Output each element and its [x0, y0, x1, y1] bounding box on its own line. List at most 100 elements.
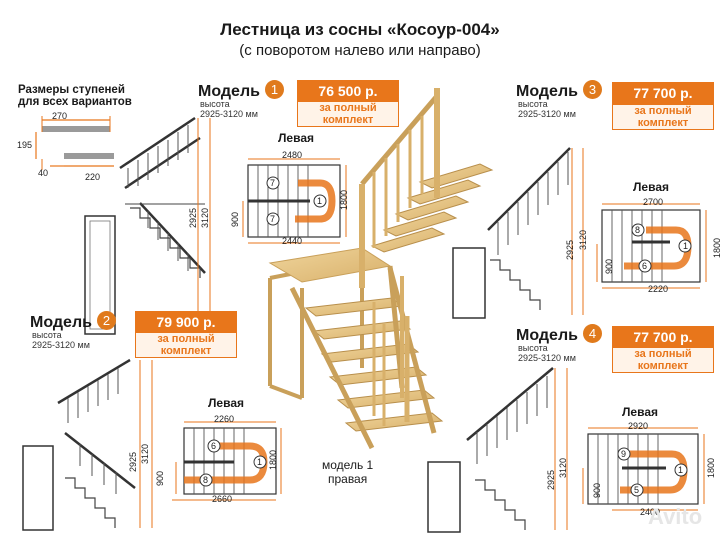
model-4-step-upper: 9	[621, 449, 627, 459]
model-3-price: 77 700 р.	[612, 82, 714, 104]
model-2-kit-line1: за полный	[157, 333, 215, 345]
model-4-kit: за полный комплект	[612, 347, 714, 373]
model-2-kit-line2: комплект	[160, 344, 212, 357]
model-1-plan-bottom: 2440	[282, 236, 303, 246]
model-3-kit: за полный комплект	[612, 104, 714, 130]
model-4-height-label: высота	[518, 343, 548, 353]
model-1-number-badge: 1	[264, 80, 284, 99]
model-2-kit: за полный комплект	[135, 332, 237, 358]
model-4-label: Модель	[516, 327, 578, 344]
model-2-plan-left: 900	[155, 470, 165, 486]
model-2-step-upper: 6	[211, 441, 217, 451]
model-1-kit-line2: комплект	[322, 113, 374, 126]
nosing-label: 40	[38, 168, 49, 178]
staircase-3d-illustration	[268, 88, 494, 450]
model-4-plan-right: 1800	[706, 457, 716, 478]
model-1-step-upper: 7	[270, 178, 276, 188]
model-3-kit-line1: за полный	[634, 105, 692, 117]
model-1-height-range: 2925-3120 мм	[200, 109, 258, 119]
model-3-number-badge: 3	[582, 80, 602, 99]
center-caption-line2: правая	[327, 472, 368, 486]
model-3-plan-top: 2700	[643, 197, 664, 207]
model-4-plan-bottom: 2400	[640, 507, 661, 517]
model-2-step-turn: 1	[257, 457, 263, 467]
model-4-elev-dim-2: 3120	[558, 457, 568, 478]
model-3-height: высота 2925-3120 мм	[518, 99, 576, 119]
model-2-elevation	[22, 358, 153, 531]
model-4-price: 77 700 р.	[612, 326, 714, 348]
model-2-step-lower: 8	[203, 475, 209, 485]
model-3-kit-line2: комплект	[637, 116, 689, 129]
rise-label: 195	[17, 140, 33, 150]
step-sizes-diagram	[35, 116, 114, 170]
model-4-side-label: Левая	[622, 405, 658, 419]
model-1-kit-line1: за полный	[319, 102, 377, 114]
model-4-kit-line1: за полный	[634, 348, 692, 360]
model-1-price: 76 500 р.	[297, 80, 399, 102]
model-2-elev-dim-2: 3120	[140, 443, 150, 464]
tread-depth-label: 270	[52, 111, 68, 121]
model-4-step-turn: 1	[678, 465, 684, 475]
tread-width-label: 220	[85, 172, 101, 182]
model-4-step-lower: 5	[634, 485, 640, 495]
model-4-height: высота 2925-3120 мм	[518, 343, 576, 363]
avito-watermark: Avito	[648, 504, 703, 529]
model-1-kit: за полный комплект	[297, 101, 399, 127]
model-2-plan-top: 2260	[214, 414, 235, 424]
page-title: Лестница из сосны «Косоур-004»	[220, 20, 500, 39]
model-2-plan-bottom: 2660	[212, 494, 233, 504]
model-3-label: Модель	[516, 83, 578, 100]
tread-bottom	[64, 153, 114, 159]
model-2-elev-dim-1: 2925	[128, 451, 138, 472]
model-1-step-lower: 7	[270, 214, 276, 224]
center-caption-line1: модель 1	[322, 458, 374, 472]
model-2-height-label: высота	[32, 330, 62, 340]
model-1-elev-dim-1: 2925	[188, 207, 198, 228]
model-1-height-label: высота	[200, 99, 230, 109]
model-3-step-upper: 8	[635, 225, 641, 235]
model-2-price: 79 900 р.	[135, 311, 237, 333]
model-3-plan-left: 900	[604, 258, 614, 274]
model-1-step-turn: 1	[317, 196, 323, 206]
model-1-elevation	[84, 116, 211, 335]
model-1-side-label: Левая	[278, 131, 314, 145]
model-2-number-badge: 2	[96, 311, 116, 330]
model-3-elev-dim-2: 3120	[578, 229, 588, 250]
step-sizes-title: Размеры ступеней для всех вариантов	[18, 84, 132, 108]
model-2-height-range: 2925-3120 мм	[32, 340, 90, 350]
model-3-elev-dim-1: 2925	[565, 239, 575, 260]
step-sizes-title-line2: для всех вариантов	[18, 96, 132, 108]
model-1-plan	[242, 158, 347, 244]
model-4-elev-dim-1: 2925	[546, 469, 556, 490]
model-1-plan-left: 900	[230, 211, 240, 227]
model-3-side-label: Левая	[633, 180, 669, 194]
tread-top	[42, 126, 110, 132]
model-4-height-range: 2925-3120 мм	[518, 353, 576, 363]
model-4-kit-line2: комплект	[637, 359, 689, 372]
model-2-label: Модель	[30, 314, 92, 331]
model-4-plan-top: 2920	[628, 421, 649, 431]
model-3-elevation	[452, 147, 584, 319]
model-1-height: высота 2925-3120 мм	[200, 99, 258, 119]
model-2-height: высота 2925-3120 мм	[32, 330, 90, 350]
model-2-plan-right: 1800	[268, 449, 278, 470]
model-2-side-label: Левая	[208, 396, 244, 410]
model-3-step-lower: 6	[642, 261, 648, 271]
page-subtitle: (с поворотом налево или направо)	[239, 42, 481, 59]
model-3-plan-right: 1800	[712, 237, 720, 258]
center-caption: модель 1 правая	[322, 458, 373, 486]
step-sizes-title-line1: Размеры ступеней	[18, 84, 125, 96]
model-4-plan-left: 900	[592, 482, 602, 498]
model-1-elev-dim-2: 3120	[200, 207, 210, 228]
model-1-label: Модель	[198, 83, 260, 100]
model-1-plan-top: 2480	[282, 150, 303, 160]
model-4-plan	[582, 427, 705, 511]
model-3-height-label: высота	[518, 99, 548, 109]
model-3-plan	[596, 203, 707, 289]
model-4-number-badge: 4	[582, 324, 602, 343]
model-4-elevation	[427, 367, 568, 533]
